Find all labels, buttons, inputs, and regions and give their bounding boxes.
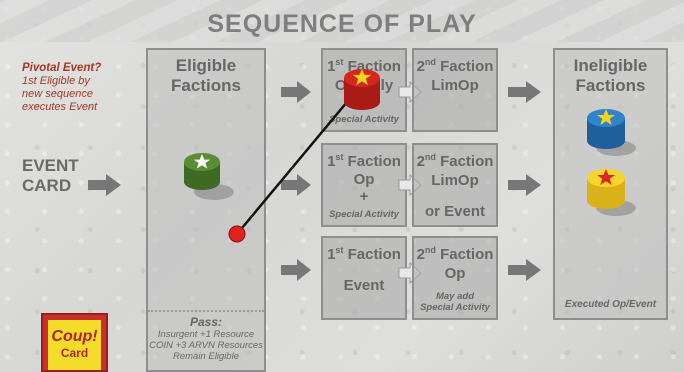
red-star-icon (597, 169, 615, 185)
pass-line-3: Remain Eligible (172, 351, 239, 362)
row1-second-title: 2nd Faction (416, 57, 494, 75)
pivotal-line-1-text: 1st Eligible by (22, 75, 90, 87)
event-card-label: EVENT CARD (22, 156, 79, 196)
pivotal-line-3: executes Event (22, 101, 98, 113)
eligible-title-1: Eligible (175, 56, 237, 75)
pass-heading: Pass: (189, 315, 223, 329)
row3-second-may-add: May add (435, 291, 474, 302)
row2-first-op: Op (353, 171, 375, 188)
ineligible-title-2: Factions (575, 76, 646, 95)
event-card-line-2: CARD (22, 176, 72, 195)
white-star-icon (193, 154, 211, 169)
row3-second-special: Special Activity (420, 302, 490, 313)
eligible-title-2: Factions (171, 76, 241, 95)
coup-label: Coup! (51, 328, 98, 345)
row1-first-special: Special Activity (329, 114, 399, 125)
row3-second-faction-box[interactable]: 2nd Faction Op May add Special Activity (412, 236, 498, 320)
yellow-star-icon-2 (597, 109, 615, 125)
row1-in-arrow-icon (281, 81, 311, 103)
coup-card[interactable]: Coup! Card (41, 313, 108, 372)
row3-first-faction-box[interactable]: 1st Faction Event (321, 236, 407, 320)
row2-first-special: Special Activity (329, 209, 399, 220)
event-arrow-icon (88, 174, 121, 196)
row3-second-title: 2nd Faction (416, 245, 494, 263)
row1-second-faction-box[interactable]: 2nd Faction LimOp (412, 48, 498, 132)
coup-card-label: Card (60, 346, 89, 360)
row3-in-arrow-icon (281, 259, 311, 281)
row3-first-event: Event (343, 277, 385, 294)
row2-first-title: 1st Faction (327, 152, 401, 170)
pivotal-event-note: Pivotal Event? 1st Eligible by new seque… (22, 62, 142, 114)
row2-first-faction-box[interactable]: 1st Faction Op + Special Activity (321, 143, 407, 227)
event-card-line-1: EVENT (22, 156, 79, 175)
ineligible-footer: Executed Op/Event (564, 299, 657, 310)
coup-card-face: Coup! Card (48, 320, 101, 370)
row2-second-faction-box[interactable]: 2nd Faction LimOp or Event (412, 143, 498, 227)
row2-second-or-event: or Event (424, 203, 485, 220)
header-stripe (0, 0, 684, 42)
board-title: SEQUENCE OF PLAY (207, 10, 477, 38)
ineligible-title-1: Ineligible (573, 56, 648, 75)
yellow-faction-cylinder[interactable] (584, 164, 640, 220)
pass-line-1: Insurgent +1 Resource (157, 329, 255, 340)
move-line (236, 95, 353, 235)
row2-out-arrow-icon (508, 174, 541, 196)
red-faction-cylinder[interactable] (340, 64, 396, 118)
eligible-factions-box[interactable]: Eligible Factions Pass: Insurgent +1 Res… (146, 48, 266, 372)
pivotal-heading: Pivotal Event? (22, 62, 102, 74)
pass-line-2: COIN +3 ARVN Resources (149, 340, 263, 351)
pivotal-line-1: 1st Eligible by (22, 75, 142, 88)
blue-faction-cylinder[interactable] (584, 104, 640, 160)
pivotal-line-2: new sequence (22, 88, 93, 100)
row1-out-arrow-icon (508, 81, 541, 103)
yellow-star-icon (352, 68, 372, 86)
row2-second-title: 2nd Faction (416, 152, 494, 170)
red-marker (228, 225, 246, 243)
row3-out-arrow-icon (508, 259, 541, 281)
row2-in-arrow-icon (281, 174, 311, 196)
green-faction-cylinder[interactable] (180, 148, 240, 204)
row3-second-op: Op (444, 265, 466, 282)
pass-box[interactable]: Pass: Insurgent +1 Resource COIN +3 ARVN… (148, 310, 264, 370)
row3-first-title: 1st Faction (327, 245, 401, 263)
row2-first-plus: + (359, 188, 369, 205)
row1-second-action: LimOp (431, 77, 479, 94)
row2-second-limop: LimOp (431, 172, 479, 189)
